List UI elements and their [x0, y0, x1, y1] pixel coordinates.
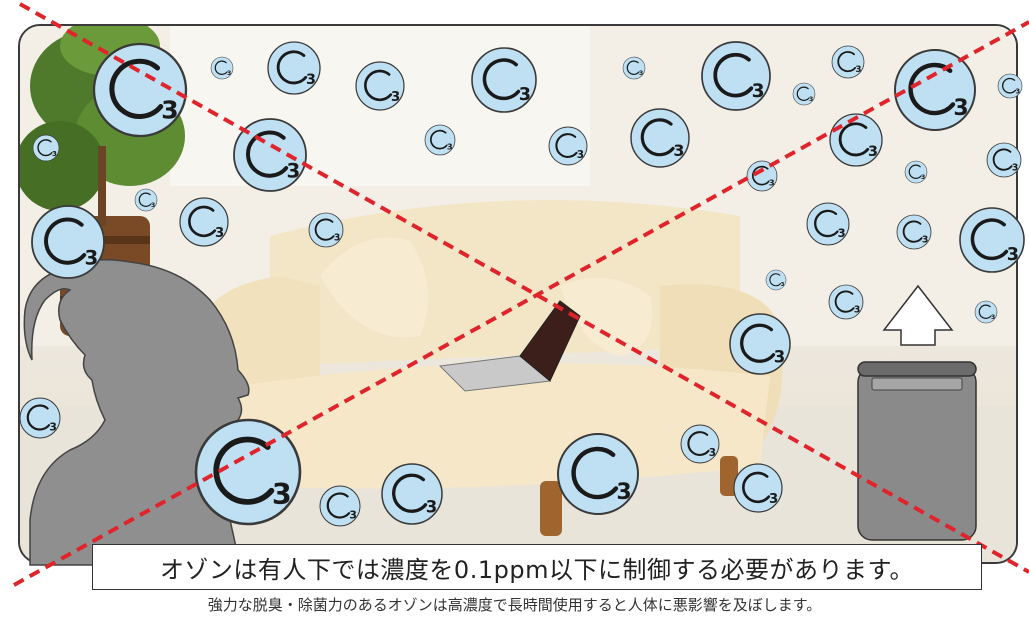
- warning-caption: オゾンは有人下では濃度を0.1ppm以下に制御する必要があります。: [92, 544, 982, 590]
- warning-caption-text: オゾンは有人下では濃度を0.1ppm以下に制御する必要があります。: [159, 555, 915, 584]
- room-scene: [20, 26, 1016, 562]
- room-scene-frame: [18, 24, 1018, 564]
- explanation-text: 強力な脱臭・除菌力のあるオゾンは高濃度で長時間使用すると人体に悪影響を及ぼします…: [207, 596, 822, 614]
